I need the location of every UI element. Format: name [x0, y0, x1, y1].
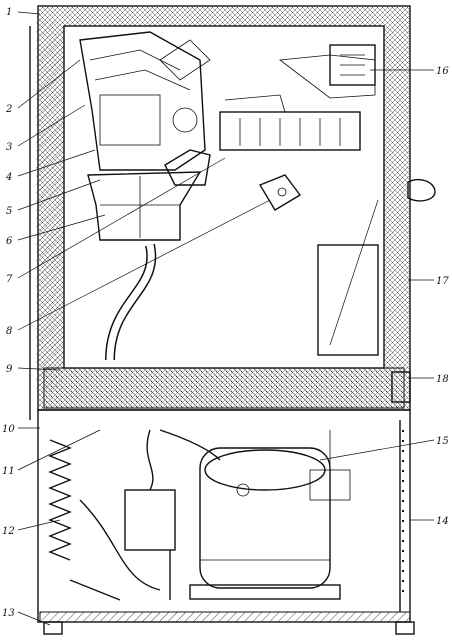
callout-8: 8	[6, 326, 12, 337]
callout-7: 7	[6, 274, 13, 285]
callout-13: 13	[2, 608, 15, 619]
callout-1: 1	[6, 7, 12, 18]
callout-18: 18	[436, 374, 449, 385]
callout-14: 14	[436, 516, 449, 527]
cabinet-lower	[37, 409, 415, 635]
callout-5: 5	[6, 206, 12, 217]
callout-12: 12	[2, 526, 15, 537]
callout-11: 11	[2, 466, 15, 477]
lamp-housing	[329, 44, 376, 86]
callout-6: 6	[6, 236, 13, 247]
callout-labels: 1 2 3 4 5 6 7 8 9 10 11 12 13 14 15 16 1…	[2, 7, 449, 619]
door-handle	[391, 178, 436, 403]
thermostat-control	[219, 54, 376, 151]
callout-10: 10	[2, 424, 15, 435]
callout-3: 3	[6, 142, 12, 153]
callout-9: 9	[6, 364, 13, 375]
shelf-bracket	[258, 174, 379, 356]
leader-lines	[17, 11, 435, 626]
compressor	[189, 447, 351, 600]
evaporator-assembly	[79, 31, 211, 361]
cabinet-upper	[29, 5, 411, 420]
callout-2: 2	[5, 104, 12, 115]
callout-15: 15	[436, 436, 449, 447]
back-panel	[399, 420, 404, 612]
callout-4: 4	[5, 172, 12, 183]
callout-16: 16	[436, 66, 449, 77]
relay-and-tubing	[69, 429, 331, 601]
callout-17: 17	[436, 276, 449, 287]
condenser-coil	[48, 439, 72, 561]
